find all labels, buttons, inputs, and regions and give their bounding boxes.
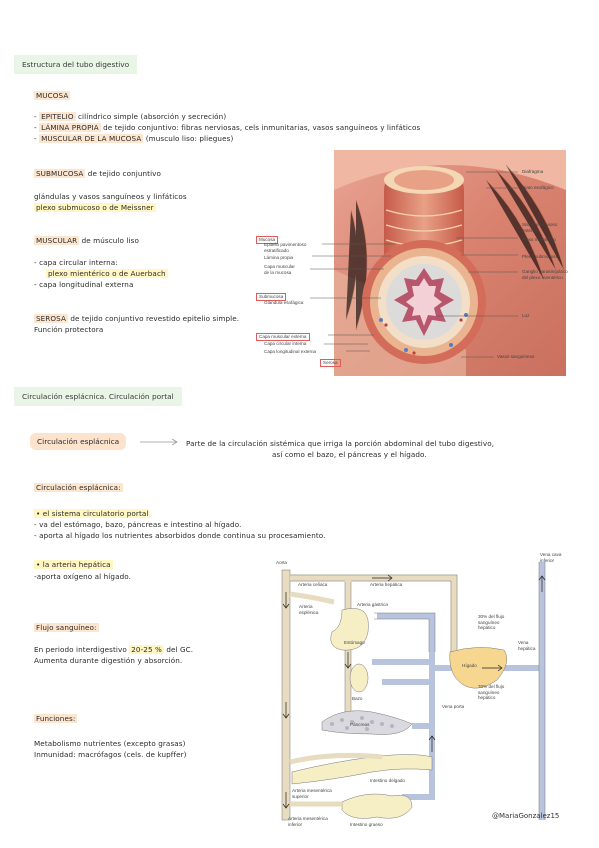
diag-label-vena-porta: Vena porta <box>442 704 465 709</box>
serosa-line2: Función protectora <box>34 325 104 334</box>
definition-line1: Parte de la circulación sistémica que ir… <box>186 439 495 448</box>
diag-label-estomago: Estómago <box>344 640 365 645</box>
pill-circulacion-esplacnica: Circulación esplácnica <box>30 433 127 450</box>
fig-label-vasos: Vasos sanguíneos <box>497 354 535 359</box>
flujo-line2: Aumenta durante digestión y absorción. <box>34 656 183 665</box>
esophagus-illustration <box>310 150 566 376</box>
mucosa-item-2: - LÁMINA PROPIA de tejido conjuntivo: fi… <box>34 123 421 132</box>
esophagus-figure <box>256 150 574 376</box>
fig-label-plexo-submucoso: Plexo submucoso <box>522 254 559 259</box>
fig-label-hiato: Hiato esofágico <box>522 185 554 190</box>
arrow-right-icon <box>140 438 178 446</box>
bullet-hepatica-l2: -aporta oxígeno al hígado. <box>34 572 131 581</box>
diag-label-bazo: Bazo <box>352 696 363 701</box>
diag-label-pancreas: Páncreas <box>350 722 370 727</box>
submucosa-heading: SUBMUCOSA de tejido conjuntivo <box>34 169 162 178</box>
funciones-line1: Metabolismo nutrientes (excepto grasas) <box>34 739 186 748</box>
bullet-portal-l3: - aporta al hígado los nutrientes absorb… <box>34 531 326 540</box>
muscular-line2: plexo mientérico o de Auerbach <box>46 269 168 278</box>
fig-label-glandula: Glándula esofágica <box>264 300 304 305</box>
sub-heading-esplacnica: Circulación esplácnica: <box>34 483 123 492</box>
diag-label-higado: Hígado <box>462 663 477 668</box>
fig-label-plexo-mienterico: Plexo mientérico <box>522 237 556 242</box>
muscular-line3: - capa longitudinal externa <box>34 280 134 289</box>
fig-label-diafragma: Diafragma <box>522 169 544 174</box>
definition-line2: así como el bazo, el páncreas y el hígad… <box>272 450 427 459</box>
muscular-heading: MUSCULAR de músculo liso <box>34 236 139 245</box>
mucosa-item-3: - MUSCULAR DE LA MUCOSA (musculo liso: p… <box>34 134 234 143</box>
fig-label-capa-circular: Capa circular interna <box>264 341 307 346</box>
diag-label-intestino-grueso: Intestino grueso <box>350 822 383 827</box>
fig-label-capa-longitudinal: Capa longitudinal externa <box>264 349 317 354</box>
diag-label-arteria-gastrica: Arteria gástrica <box>357 602 388 607</box>
funciones-heading: Funciones: <box>34 714 78 723</box>
diag-label-intestino-delgado: Intestino delgado <box>370 778 405 783</box>
muscular-line1: - capa circular interna: <box>34 258 118 267</box>
mucosa-heading: MUCOSA <box>34 91 71 100</box>
bullet-portal: • el sistema circulatorio portal <box>34 509 151 518</box>
flujo-heading: Flujo sanguíneo: <box>34 623 99 632</box>
fig-label-submucosa: Submucosa <box>256 293 287 301</box>
section-title-circulacion: Circulación esplácnica. Circulación port… <box>14 387 182 406</box>
flujo-line1: En periodo interdigestivo 20-25 % del GC… <box>34 645 194 654</box>
submucosa-line1: glándulas y vasos sanguíneos y linfático… <box>34 192 187 201</box>
mucosa-item-1: - EPITELIO cilíndrico simple (absorción … <box>34 112 227 121</box>
serosa-heading: SEROSA de tejido conjuntivo revestido ep… <box>34 314 240 323</box>
diag-label-arteria-hepatica: Arteria hepática <box>370 582 403 587</box>
bullet-hepatica: • la arteria hepática <box>34 560 113 569</box>
signature: @MariaGonzalez15 <box>492 812 560 820</box>
fig-label-capa-muscular-externa: Capa muscular externa <box>256 333 310 341</box>
diag-label-aorta: Aorta <box>276 560 287 565</box>
fig-label-luz: Luz <box>522 313 530 318</box>
diag-label-arteria-celiaca: Arteria celíaca <box>298 582 328 587</box>
fig-label-mucosa: Mucosa <box>256 236 279 244</box>
section-title-estructura: Estructura del tubo digestivo <box>14 55 138 74</box>
submucosa-line2: plexo submucoso o de Meissner <box>34 203 156 212</box>
bullet-portal-l2: - va del estómago, bazo, páncreas e inte… <box>34 520 242 529</box>
fig-label-serosa: Serosa <box>320 359 341 367</box>
funciones-line2: Inmunidad: macrófagos (cels. de kupffer) <box>34 750 187 759</box>
splanchnic-circulation-illustration <box>281 562 546 821</box>
splanchnic-diagram: Aorta Arteria celíaca Arteria hepática A… <box>272 552 577 832</box>
fig-label-lamina: Lámina propia <box>264 255 294 260</box>
